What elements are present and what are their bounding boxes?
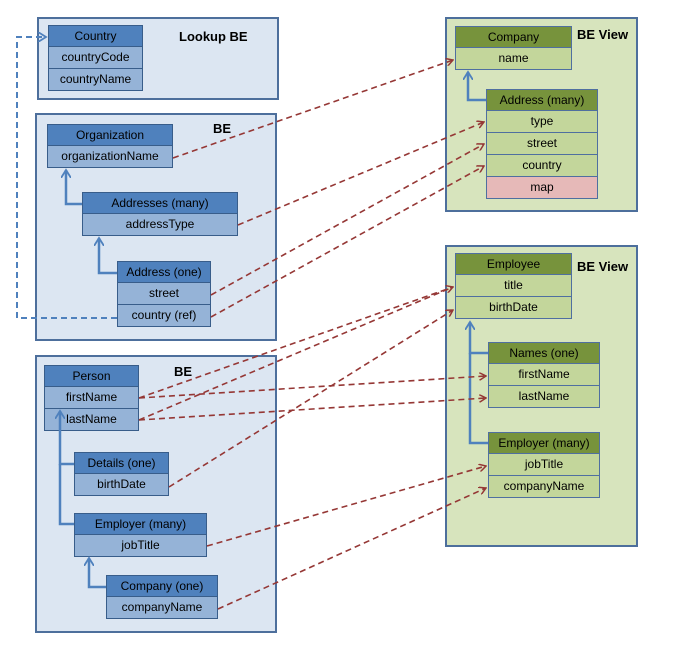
field-addressType: addressType bbox=[82, 214, 238, 236]
entity-header: Company (one) bbox=[106, 575, 218, 597]
company-view-label: BE View bbox=[577, 27, 629, 42]
field-country-ref: country (ref) bbox=[117, 305, 211, 327]
field-birthDate: birthDate bbox=[74, 474, 169, 496]
entity-header: Addresses (many) bbox=[82, 192, 238, 214]
entity-header: Employer (many) bbox=[488, 432, 600, 454]
field-countryCode: countryCode bbox=[48, 47, 143, 69]
field-street: street bbox=[117, 283, 211, 305]
field-birthDate: birthDate bbox=[455, 297, 572, 319]
entity-addresses: Addresses (many) addressType bbox=[82, 192, 238, 236]
field-firstName: firstName bbox=[488, 364, 600, 386]
field-companyName: companyName bbox=[488, 476, 600, 498]
organization-be-label: BE bbox=[213, 121, 232, 136]
entity-company-view: Company name bbox=[455, 26, 572, 70]
field-firstName: firstName bbox=[44, 387, 139, 409]
employee-view-label: BE View bbox=[577, 259, 629, 274]
entity-header: Address (one) bbox=[117, 261, 211, 283]
entity-header: Employee bbox=[455, 253, 572, 275]
field-name: name bbox=[455, 48, 572, 70]
field-country: country bbox=[486, 155, 598, 177]
entity-employer-view: Employer (many) jobTitle companyName bbox=[488, 432, 600, 498]
entity-header: Names (one) bbox=[488, 342, 600, 364]
field-countryName: countryName bbox=[48, 69, 143, 91]
entity-details: Details (one) birthDate bbox=[74, 452, 169, 496]
entity-organization: Organization organizationName bbox=[47, 124, 173, 168]
entity-header: Details (one) bbox=[74, 452, 169, 474]
field-lastName: lastName bbox=[44, 409, 139, 431]
field-street: street bbox=[486, 133, 598, 155]
entity-employer-be: Employer (many) jobTitle bbox=[74, 513, 207, 557]
field-type: type bbox=[486, 111, 598, 133]
entity-country: Country countryCode countryName bbox=[48, 25, 143, 91]
field-lastName: lastName bbox=[488, 386, 600, 408]
entity-header: Employer (many) bbox=[74, 513, 207, 535]
field-jobTitle: jobTitle bbox=[488, 454, 600, 476]
entity-header: Person bbox=[44, 365, 139, 387]
entity-address-one: Address (one) street country (ref) bbox=[117, 261, 211, 327]
field-map: map bbox=[486, 177, 598, 199]
field-jobTitle: jobTitle bbox=[74, 535, 207, 557]
entity-header: Country bbox=[48, 25, 143, 47]
entity-person: Person firstName lastName bbox=[44, 365, 139, 431]
entity-header: Address (many) bbox=[486, 89, 598, 111]
entity-names-one: Names (one) firstName lastName bbox=[488, 342, 600, 408]
entity-header: Company bbox=[455, 26, 572, 48]
entity-company-one: Company (one) companyName bbox=[106, 575, 218, 619]
entity-employee: Employee title birthDate bbox=[455, 253, 572, 319]
person-be-label: BE bbox=[174, 364, 193, 379]
lookup-be-label: Lookup BE bbox=[179, 29, 248, 44]
field-companyName: companyName bbox=[106, 597, 218, 619]
field-organizationName: organizationName bbox=[47, 146, 173, 168]
entity-address-many: Address (many) type street country map bbox=[486, 89, 598, 199]
entity-header: Organization bbox=[47, 124, 173, 146]
field-title: title bbox=[455, 275, 572, 297]
